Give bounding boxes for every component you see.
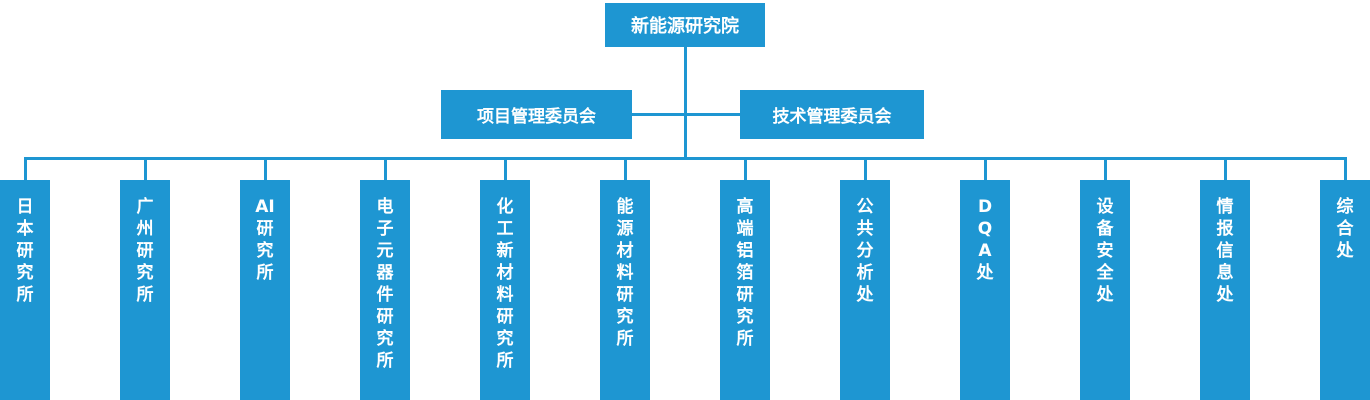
department-label-char: 所 (16, 285, 34, 305)
department-label-char: 材 (616, 241, 634, 261)
department-label-char: 处 (1096, 285, 1114, 305)
department-label-char: 共 (856, 219, 874, 239)
department-label-char: 究 (376, 329, 394, 349)
org-node-department: 化工新材料研究所 (480, 180, 530, 400)
committee-label: 技术管理委员会 (772, 107, 892, 127)
org-node-project-management-committee: 项目管理委员会 (441, 90, 632, 139)
connector-department-stub-line (983, 157, 987, 181)
org-node-root: 新能源研究院 (605, 3, 765, 47)
connector-department-stub-line (743, 157, 747, 181)
department-label-char: 器 (376, 263, 394, 283)
connector-department-stub-line (263, 157, 267, 181)
department-label-char: 处 (1336, 241, 1354, 261)
department-label-char: 研 (616, 285, 634, 305)
department-label-char: 端 (736, 219, 754, 239)
department-label-char: 广 (136, 197, 154, 217)
department-label-char: 日 (16, 197, 34, 217)
department-label-char: 析 (856, 263, 874, 283)
department-label-char: 究 (136, 263, 154, 283)
department-label-char: 处 (856, 285, 874, 305)
department-label-char: 公 (856, 197, 874, 217)
org-node-department: 综合处 (1320, 180, 1370, 400)
department-label-char: 分 (856, 241, 874, 261)
org-node-department: 广州研究所 (120, 180, 170, 400)
connector-department-stub-line (623, 157, 627, 181)
department-label-char: 元 (376, 241, 394, 261)
department-label-char: AI (255, 197, 275, 217)
department-label-char: Q (977, 219, 993, 239)
org-node-department: 能源材料研究所 (600, 180, 650, 400)
department-label-char: 究 (16, 263, 34, 283)
connector-department-stub-line (1223, 157, 1227, 181)
connector-department-stub-line (503, 157, 507, 181)
connector-department-stub-line (23, 157, 27, 181)
committee-label: 项目管理委员会 (477, 107, 596, 127)
department-label-char: 处 (1216, 285, 1234, 305)
department-label-char: 情 (1216, 197, 1234, 217)
connector-departments-rail-line (23, 157, 1347, 160)
connector-root-vertical-line (683, 47, 687, 157)
department-label-char: 化 (496, 197, 514, 217)
department-label-char: 电 (376, 197, 394, 217)
department-label-char: 所 (736, 329, 754, 349)
department-label-char: 新 (496, 241, 514, 261)
department-label-char: 究 (496, 329, 514, 349)
department-label-char: 息 (1216, 263, 1234, 283)
connector-department-stub-line (1343, 157, 1347, 181)
department-label-char: 研 (256, 219, 274, 239)
org-node-technology-management-committee: 技术管理委员会 (740, 90, 924, 139)
department-label-char: 能 (616, 197, 634, 217)
org-node-department: 设备安全处 (1080, 180, 1130, 400)
department-label-char: 处 (976, 263, 994, 283)
department-label-char: 所 (616, 329, 634, 349)
org-node-department: 公共分析处 (840, 180, 890, 400)
department-label-char: 研 (496, 307, 514, 327)
department-label-char: 高 (736, 197, 754, 217)
department-label-char: 研 (16, 241, 34, 261)
department-label-char: 料 (616, 263, 634, 283)
department-label-char: 综 (1336, 197, 1354, 217)
department-label-char: 所 (496, 351, 514, 371)
department-label-char: 全 (1096, 263, 1114, 283)
department-label-char: 所 (136, 285, 154, 305)
department-label-char: 合 (1336, 219, 1354, 239)
org-node-root-label: 新能源研究院 (631, 16, 739, 37)
department-label-char: 设 (1096, 197, 1114, 217)
org-node-department: 高端铝箔研究所 (720, 180, 770, 400)
department-label-char: 安 (1096, 241, 1114, 261)
department-label-char: 材 (496, 263, 514, 283)
department-label-char: 究 (616, 307, 634, 327)
department-label-char: 研 (736, 285, 754, 305)
org-node-department: 日本研究所 (0, 180, 50, 400)
connector-committees-horizontal-line (630, 113, 742, 116)
department-label-char: 究 (736, 307, 754, 327)
department-label-char: 本 (16, 219, 34, 239)
connector-department-stub-line (1103, 157, 1107, 181)
department-label-char: 子 (376, 219, 394, 239)
org-node-department: 电子元器件研究所 (360, 180, 410, 400)
department-label-char: 研 (136, 241, 154, 261)
org-node-department: 情报信息处 (1200, 180, 1250, 400)
department-label-char: 工 (496, 219, 514, 239)
department-label-char: 料 (496, 285, 514, 305)
department-label-char: 所 (376, 351, 394, 371)
department-label-char: 州 (136, 219, 154, 239)
department-label-char: 源 (616, 219, 634, 239)
department-label-char: 铝 (736, 241, 754, 261)
department-label-char: 箔 (736, 263, 754, 283)
connector-department-stub-line (863, 157, 867, 181)
department-label-char: A (978, 241, 992, 261)
department-label-char: 研 (376, 307, 394, 327)
connector-department-stub-line (383, 157, 387, 181)
department-label-char: 备 (1096, 219, 1114, 239)
department-label-char: 究 (256, 241, 274, 261)
department-label-char: 所 (256, 263, 274, 283)
department-label-char: 报 (1216, 219, 1234, 239)
connector-department-stub-line (143, 157, 147, 181)
department-label-char: D (977, 197, 993, 217)
department-label-char: 信 (1216, 241, 1234, 261)
department-label-char: 件 (376, 285, 394, 305)
